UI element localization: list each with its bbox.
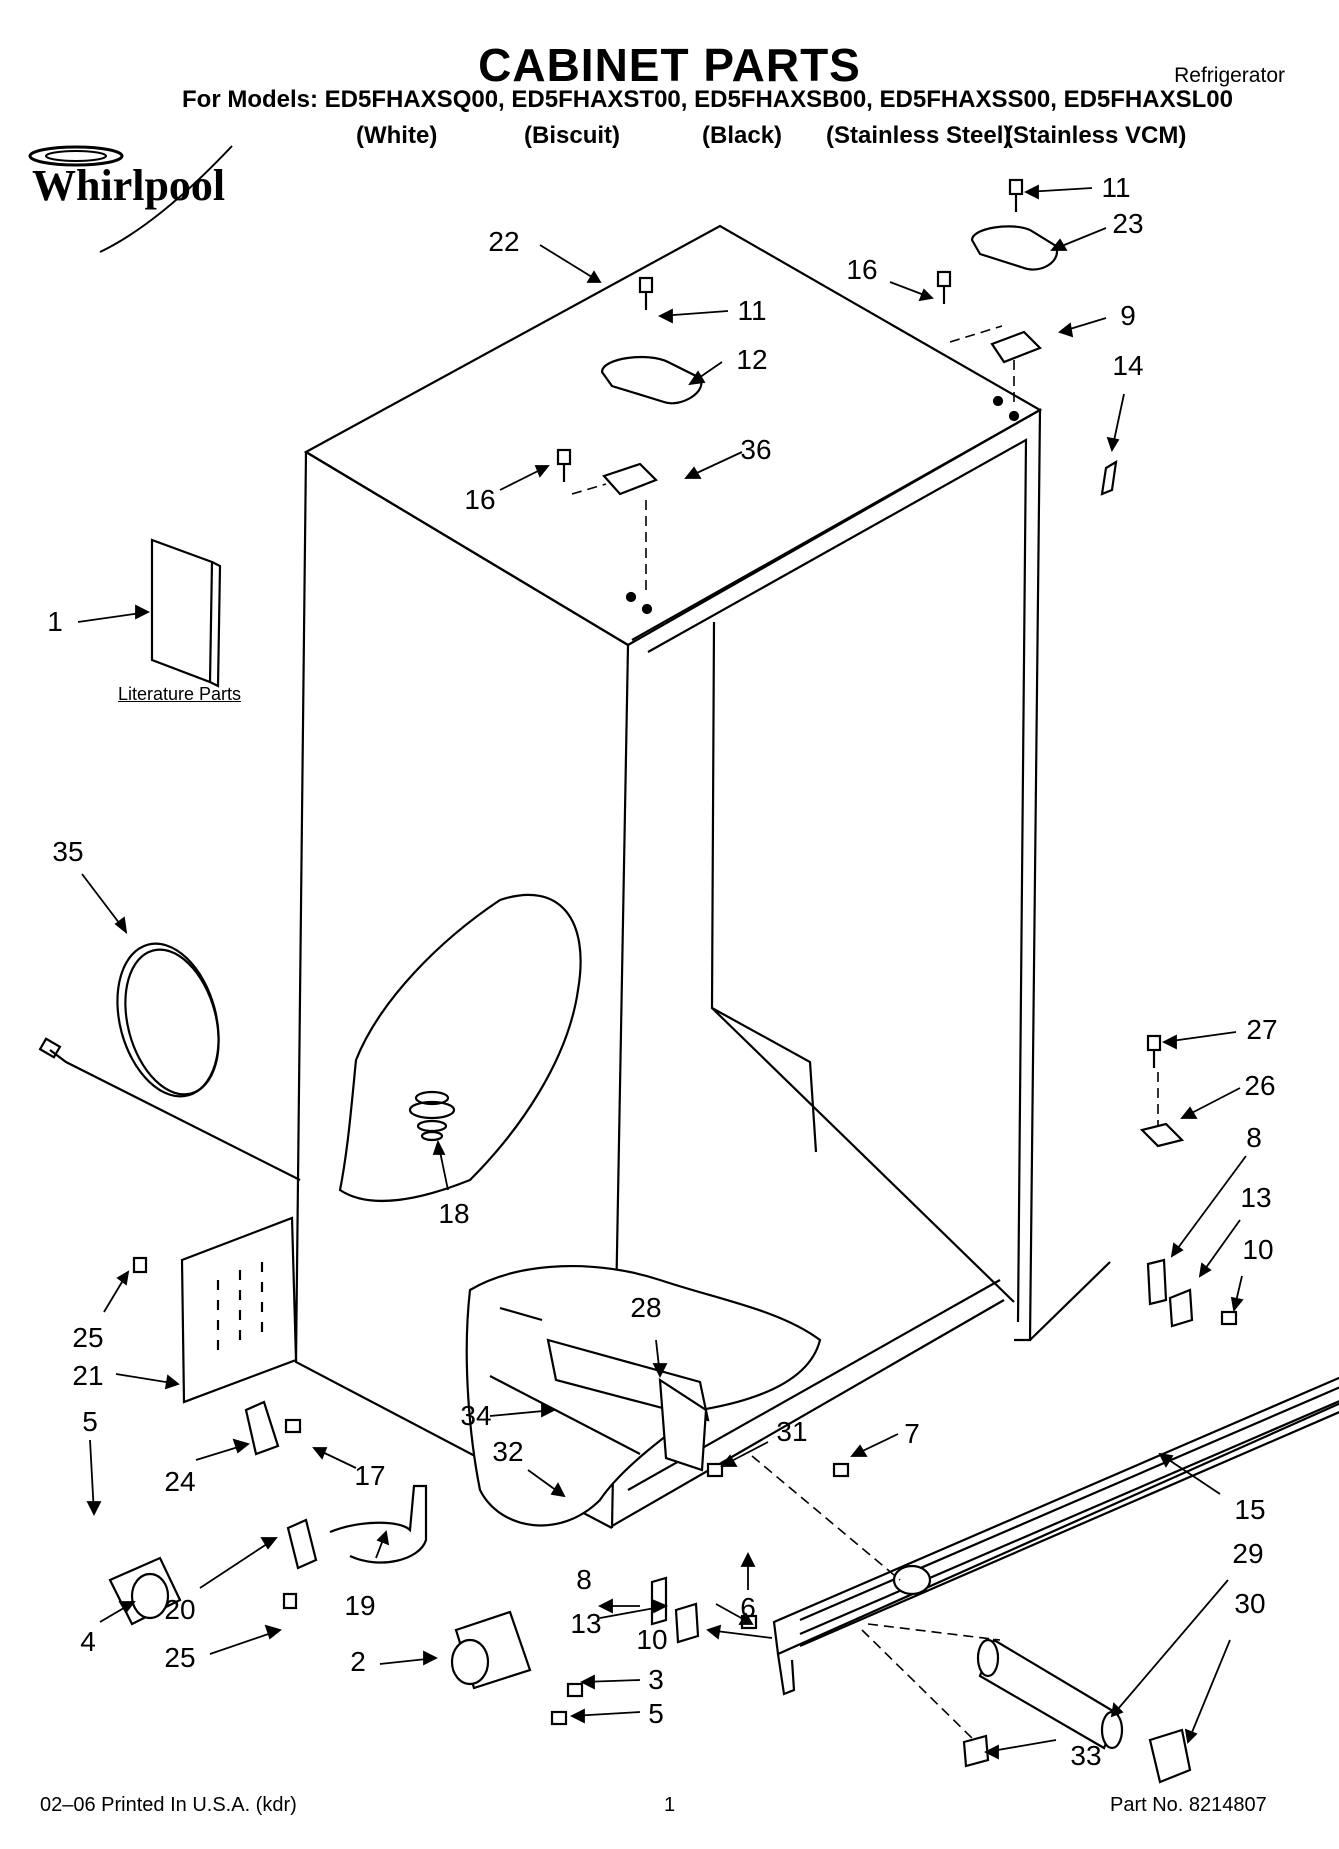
callout-3: 3 xyxy=(648,1664,664,1695)
toe-grille xyxy=(772,1376,1339,1696)
bottom-hinge-plate xyxy=(1168,1288,1194,1328)
callout-28: 28 xyxy=(630,1292,662,1323)
callout-33: 33 xyxy=(1070,1740,1102,1771)
callout-31: 31 xyxy=(776,1416,808,1447)
access-panel xyxy=(180,1216,298,1404)
callout-2: 2 xyxy=(350,1646,366,1677)
water-supply-tube xyxy=(38,942,301,1181)
callout-21: 21 xyxy=(72,1360,104,1391)
bottom-hinge-left-plate xyxy=(674,1602,700,1644)
drain-fitting xyxy=(408,1090,456,1142)
callout-20: 20 xyxy=(164,1594,196,1625)
top-hinge-left xyxy=(602,462,658,496)
leader-arrows xyxy=(77,184,1247,1760)
door-stop xyxy=(1100,459,1118,496)
callout-32: 32 xyxy=(492,1436,524,1467)
filter-cap xyxy=(1148,1728,1192,1784)
callout-36: 36 xyxy=(740,434,772,465)
callout-1: 1 xyxy=(47,606,63,637)
callout-10a: 10 xyxy=(636,1624,668,1655)
callout-26: 26 xyxy=(1244,1070,1276,1101)
callout-13b: 13 xyxy=(1240,1182,1272,1213)
callout-18: 18 xyxy=(438,1198,470,1229)
color-stainless-steel: (Stainless Steel) xyxy=(826,122,1012,149)
callout-19: 19 xyxy=(344,1590,376,1621)
callout-6: 6 xyxy=(740,1592,756,1623)
bottom-hinge-left xyxy=(650,1576,668,1626)
page-number: 1 xyxy=(664,1794,676,1816)
model-list: For Models: ED5FHAXSQ00, ED5FHAXST00, ED… xyxy=(182,86,1233,113)
leveling-roller-rear xyxy=(450,1610,532,1690)
water-filter xyxy=(976,1638,1124,1750)
mounting-holes xyxy=(625,395,1020,615)
callout-17: 17 xyxy=(354,1460,386,1491)
color-stainless-vcm: (Stainless VCM) xyxy=(1005,122,1187,149)
callout-35: 35 xyxy=(52,836,84,867)
cutaway-panel-upper xyxy=(338,893,582,1202)
literature-booklet xyxy=(150,538,222,688)
hinge-cover-right xyxy=(970,225,1059,271)
assembly-lines xyxy=(571,325,1159,1741)
callout-16a: 16 xyxy=(846,254,878,285)
callout-15: 15 xyxy=(1234,1494,1266,1525)
bottom-hinge-bracket xyxy=(1139,1122,1185,1148)
bottom-hinge-right xyxy=(1146,1258,1168,1306)
callout-10b: 10 xyxy=(1242,1234,1274,1265)
color-black: (Black) xyxy=(702,122,783,149)
callout-14: 14 xyxy=(1112,350,1144,381)
appliance-type: Refrigerator xyxy=(1174,64,1285,87)
callout-11b: 11 xyxy=(737,295,767,326)
callout-22: 22 xyxy=(488,226,520,257)
page-title: CABINET PARTS xyxy=(478,39,861,91)
callout-8a: 8 xyxy=(576,1564,592,1595)
top-hinge-right xyxy=(990,330,1042,364)
callout-24: 24 xyxy=(164,1466,196,1497)
callout-27: 27 xyxy=(1246,1014,1278,1045)
callout-4: 4 xyxy=(80,1626,96,1657)
callout-25b: 25 xyxy=(164,1642,196,1673)
panel-bracket xyxy=(244,1400,280,1456)
print-info: 02–06 Printed In U.S.A. (kdr) xyxy=(40,1794,297,1816)
callout-23: 23 xyxy=(1112,208,1144,239)
callout-13a: 13 xyxy=(570,1608,602,1639)
callout-9: 9 xyxy=(1120,300,1136,331)
drain-hose xyxy=(329,1484,428,1564)
callout-5a: 5 xyxy=(82,1406,98,1437)
water-valve-assembly xyxy=(489,1306,710,1472)
callout-29: 29 xyxy=(1232,1538,1264,1569)
color-white: (White) xyxy=(356,122,438,149)
callout-7: 7 xyxy=(904,1418,920,1449)
callout-30: 30 xyxy=(1234,1588,1266,1619)
callout-34: 34 xyxy=(460,1400,492,1431)
callout-11a: 11 xyxy=(1101,172,1131,203)
filter-clip xyxy=(962,1734,990,1768)
callout-16b: 16 xyxy=(464,484,496,515)
callout-5b: 5 xyxy=(648,1698,664,1729)
literature-parts-label: Literature Parts xyxy=(118,684,242,704)
callout-25a: 25 xyxy=(72,1322,104,1353)
screws xyxy=(132,178,1238,1726)
callout-12: 12 xyxy=(736,344,768,375)
color-biscuit: (Biscuit) xyxy=(524,122,620,149)
callout-8b: 8 xyxy=(1246,1122,1262,1153)
part-number: Part No. 8214807 xyxy=(1110,1794,1267,1816)
whirlpool-logo: Whirlpool xyxy=(32,161,226,210)
hose-clip xyxy=(286,1518,318,1570)
